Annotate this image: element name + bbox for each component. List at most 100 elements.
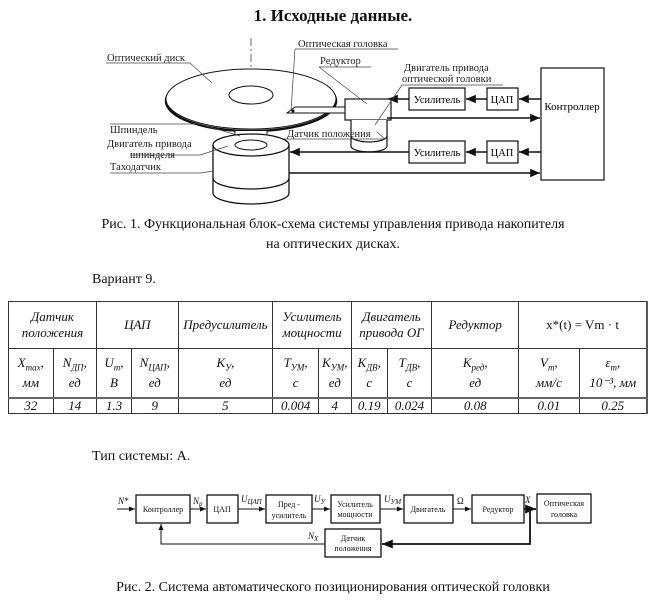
- param-header-cell: NЦАП,ед: [130, 348, 179, 399]
- signal-lines: [289, 94, 541, 178]
- param-value-cell: 1.3: [95, 397, 132, 414]
- param-header-cell: KДВ,c: [350, 348, 388, 399]
- block-controller: [135, 494, 191, 524]
- param-header-cell: TУМ,c: [272, 348, 319, 399]
- param-subscript: ДВ: [405, 362, 418, 373]
- param-subscript: m: [547, 362, 555, 373]
- figure-2-block-diagram: Контроллер ЦАП Пред - усилитель Усилител…: [117, 493, 592, 558]
- param-symbol: U: [104, 354, 114, 370]
- param-unit: ед: [469, 375, 482, 391]
- param-value-cell: 9: [130, 397, 179, 414]
- param-header-cell: Kред,ед: [431, 348, 520, 399]
- block-optical-head: [536, 493, 592, 524]
- group-header: Датчик положения: [8, 301, 97, 349]
- signal-n-star: N*: [117, 496, 129, 506]
- param-header-cell: KУМ,ед: [317, 348, 352, 399]
- dac-top-label: ЦАП: [491, 95, 514, 106]
- param-unit: 10⁻³, мм: [589, 375, 637, 391]
- param-header-cell: NДП,ед: [52, 348, 97, 399]
- param-symbol: T: [398, 354, 406, 370]
- param-symbol: V: [540, 354, 548, 370]
- section-heading: 1. Исходные данные.: [253, 6, 413, 25]
- controller-block: [540, 67, 605, 181]
- param-unit: ед: [68, 375, 81, 391]
- signal-np: Nр: [192, 496, 203, 508]
- param-value-cell: 32: [8, 397, 54, 414]
- sensor-label-1: Датчик: [341, 534, 366, 543]
- leader-lines: [106, 48, 503, 174]
- param-header-cell: εm,10⁻³, мм: [578, 348, 648, 399]
- param-value-cell: 0.25: [578, 397, 648, 414]
- sensor-label-2: положения: [334, 544, 372, 553]
- block-motor: [403, 494, 454, 524]
- param-header-cell: Vm,мм/c: [518, 348, 580, 399]
- param-subscript: У: [225, 362, 232, 373]
- label-tacho: Таходатчик: [110, 162, 162, 173]
- param-value-cell: 5: [177, 397, 274, 414]
- param-value-cell: 14: [52, 397, 97, 414]
- controller-label: Контроллер: [544, 101, 600, 113]
- group-header: Усилитель мощности: [272, 301, 352, 349]
- signal-omega: Ω: [457, 496, 464, 506]
- param-header-cell: KУ,ед: [177, 348, 274, 399]
- optical-head-label-2: головка: [551, 510, 578, 519]
- param-value-cell: 0.004: [272, 397, 319, 414]
- label-head-motor-2: оптической головки: [402, 74, 492, 85]
- controller-label: Контроллер: [143, 505, 183, 514]
- variant-label: Вариант 9.: [92, 272, 156, 287]
- param-symbol: K: [216, 354, 226, 370]
- param-symbol: N: [139, 354, 149, 370]
- optical-head-label-1: Оптическая: [544, 499, 584, 508]
- power-amp-label-1: Усилитель: [337, 500, 373, 509]
- label-spindle: Шпиндель: [110, 125, 158, 136]
- param-value-cell: 0.19: [350, 397, 388, 414]
- group-header: ЦАП: [95, 301, 179, 349]
- param-unit: мм/c: [535, 375, 562, 391]
- param-symbol: T: [283, 354, 291, 370]
- param-symbol: ε: [605, 354, 611, 370]
- param-header-cell: TДВ,c: [386, 348, 433, 399]
- amplifier-top-label: Усилитель: [414, 95, 461, 106]
- block-power-amp: [330, 494, 381, 524]
- group-header: Двигатель привода ОГ: [350, 301, 433, 349]
- figure-1-functional-diagram: Контроллер Усилитель ЦАП Усилитель ЦАП О…: [106, 38, 605, 205]
- param-unit: c: [366, 375, 373, 391]
- param-unit: ед: [148, 375, 161, 391]
- param-value-cell: 0.08: [431, 397, 520, 414]
- param-value-cell: 0.01: [518, 397, 580, 414]
- signal-u-um: UУМ: [384, 494, 402, 506]
- block-position-sensor: [324, 528, 382, 558]
- system-type-label: Тип системы: А.: [92, 449, 191, 464]
- param-subscript: ДВ: [366, 362, 378, 373]
- power-amp-label-2: мощности: [337, 510, 373, 519]
- block-dac: [206, 494, 239, 524]
- param-subscript: m: [610, 362, 617, 373]
- label-spindle-motor-2: шпинделя: [130, 150, 175, 161]
- param-unit: мм: [22, 375, 40, 391]
- dac-label: ЦАП: [213, 505, 231, 514]
- param-value-cell: 0.024: [386, 397, 433, 414]
- param-value-cell: 4: [317, 397, 352, 414]
- table-group-header-row: Датчик положения ЦАП Предусилитель Усили…: [8, 301, 648, 349]
- signal-u-y: UУ: [314, 494, 327, 506]
- param-symbol: K: [322, 354, 331, 370]
- param-unit: B: [109, 375, 118, 391]
- param-unit: ед: [219, 375, 232, 391]
- reducer-drawing: [344, 98, 392, 121]
- param-subscript: ЦАП: [148, 362, 167, 373]
- param-header-cell: Xmax,мм: [8, 348, 54, 399]
- label-head-motor-1: Двигатель привода: [404, 63, 489, 74]
- param-symbol: K: [462, 354, 472, 370]
- figure-1-caption-line-2: на оптических дисках.: [265, 237, 401, 252]
- figure-2-caption: Рис. 2. Система автоматического позицион…: [116, 580, 550, 595]
- amplifier-bottom-label: Усилитель: [414, 148, 461, 159]
- param-subscript: m: [113, 362, 121, 373]
- motor-label: Двигатель: [411, 505, 446, 514]
- param-symbol: N: [62, 354, 72, 370]
- param-subscript: ДП: [71, 362, 84, 373]
- signal-x: X: [524, 495, 531, 505]
- reducer-label: Редуктор: [482, 505, 513, 514]
- figure-1-caption-line-1: Рис. 1. Функциональная блок-схема систем…: [101, 217, 565, 232]
